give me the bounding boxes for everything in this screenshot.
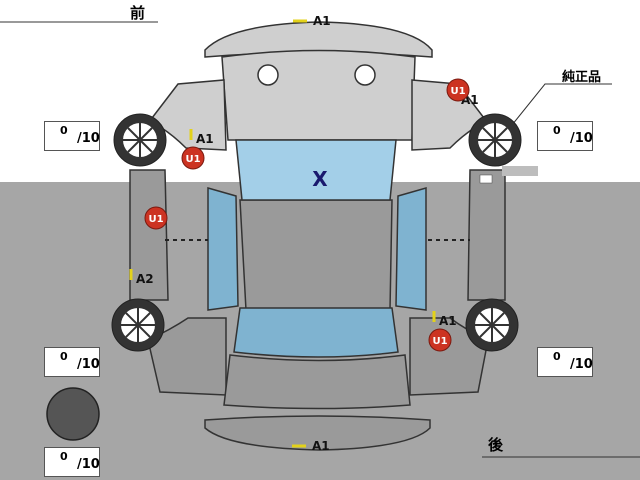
damage-marker-u1: U1: [446, 78, 470, 102]
tire-score-value: 0: [553, 350, 561, 363]
tire-score-max: /10: [570, 131, 593, 146]
tire-score-value: 0: [60, 450, 68, 463]
damage-code-label: A1: [439, 314, 457, 328]
damage-marker-u1: U1: [144, 206, 168, 230]
right-door-panel: [467, 169, 506, 301]
tire-score-max: /10: [77, 131, 100, 146]
damage-marker-a1: A1: [432, 311, 457, 328]
damage-code-label: U1: [450, 86, 465, 97]
headlight-left: [257, 64, 279, 86]
tire-score-front-right: 0 /10: [537, 121, 593, 151]
windshield-damage-mark: X: [312, 167, 328, 191]
rear-label: 後: [488, 436, 504, 454]
damage-code-label: U1: [432, 336, 447, 347]
damage-marker-u1: U1: [181, 146, 205, 170]
damage-marker-a1: A1: [292, 439, 330, 453]
tire-score-value: 0: [60, 350, 68, 363]
front-label: 前: [130, 4, 146, 22]
headlight-right: [354, 64, 376, 86]
windshield: [235, 139, 397, 201]
tire-score-rear-left: 0 /10: [44, 347, 100, 377]
damage-code-label: A1: [313, 14, 331, 28]
tire-score-spare: 0 /10: [44, 447, 100, 477]
wheel-rear-right: [465, 298, 519, 352]
wheel-rear-left: [111, 298, 165, 352]
damage-marker-a2: A2: [129, 269, 154, 286]
damage-marker-u1: U1: [428, 328, 452, 352]
wheel-front-left: [113, 113, 167, 167]
damage-code-label: U1: [148, 214, 163, 225]
damage-marker-a1: A1: [189, 129, 214, 146]
rear-bumper: [204, 415, 431, 451]
trunk: [223, 354, 411, 410]
genuine-part-label: 純正品: [562, 70, 602, 85]
left-door-panel: [129, 169, 169, 301]
damage-marker-a1: A1: [293, 14, 331, 28]
genuine-leader-line: [511, 83, 612, 126]
tire-score-max: /10: [77, 357, 100, 372]
rear-window: [233, 307, 399, 358]
damage-code-label: U1: [185, 154, 200, 165]
side-window-left: [207, 187, 239, 311]
tire-score-value: 0: [60, 124, 68, 137]
damage-code-label: A1: [312, 439, 330, 453]
tire-score-max: /10: [77, 457, 100, 472]
genuine-part-marker: [479, 174, 493, 184]
tire-score-rear-right: 0 /10: [537, 347, 593, 377]
roof: [239, 199, 393, 311]
side-window-right: [395, 187, 427, 311]
wheel-front-right: [468, 113, 522, 167]
tire-score-front-left: 0 /10: [44, 121, 100, 151]
damage-code-label: A1: [196, 132, 214, 146]
spare-tire: [46, 387, 100, 441]
hood: [221, 49, 416, 141]
tire-score-max: /10: [570, 357, 593, 372]
tire-score-value: 0: [553, 124, 561, 137]
genuine-part-smudge: [502, 166, 538, 176]
damage-code-label: A2: [136, 272, 154, 286]
